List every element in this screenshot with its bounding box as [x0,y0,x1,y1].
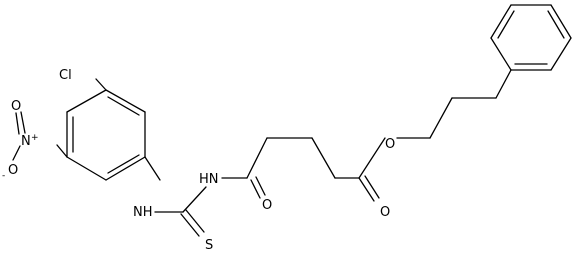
bond-chain [429,97,453,139]
bond [105,156,146,181]
bond-c-n-nitro [56,144,68,158]
bond-chain [246,137,268,179]
bond-chain [311,137,336,179]
ester-carbonyl-oxygen-label: O [380,205,390,220]
bond-c-o-double [250,179,261,199]
bond-n-o-single [12,145,21,161]
aromatic-bond [497,10,515,39]
aromatic-bond [547,10,565,39]
bond [490,37,512,71]
phenyl-ring [490,4,572,71]
bond-c-s-double [180,213,200,237]
bond-c-o-double [255,176,266,196]
sulfur-atom-label: S [205,238,213,253]
bond-ring-nh [144,156,161,181]
bond [105,89,146,113]
bond-c-o-double [358,177,375,202]
bond-c-nh [182,186,207,213]
aromatic-bond [107,96,140,116]
nitro-oxygen-top-label: O [11,99,21,114]
nitro-oxygen-left-label: O [8,163,18,178]
bond [66,89,107,113]
nitro-oxygen-charge: - [2,171,5,181]
bond-n-o-double [20,111,26,134]
bond-chain [495,69,512,99]
bond-c-s-double [185,209,205,233]
nitro-nitrogen-label: N [21,134,31,149]
chlorine-atom-label: Cl [59,68,72,83]
amide-oxygen-label: O [262,198,272,213]
aromatic-bond [107,154,140,174]
imide-nh-label: HN [199,172,219,187]
bond [490,4,512,39]
bond-c-o-double [364,175,380,199]
chloronitrophenyl-ring [66,89,146,181]
bond [66,156,107,181]
nitro-nitrogen-charge: + [31,133,39,143]
bond-c-cl [95,78,107,91]
bond [550,4,572,39]
bond-c-o-ester [358,137,386,179]
bond [550,37,572,71]
thiourea-nh-label: NH [133,205,153,220]
bond-n-o-double [15,112,20,135]
ester-oxygen-label: O [385,137,395,152]
